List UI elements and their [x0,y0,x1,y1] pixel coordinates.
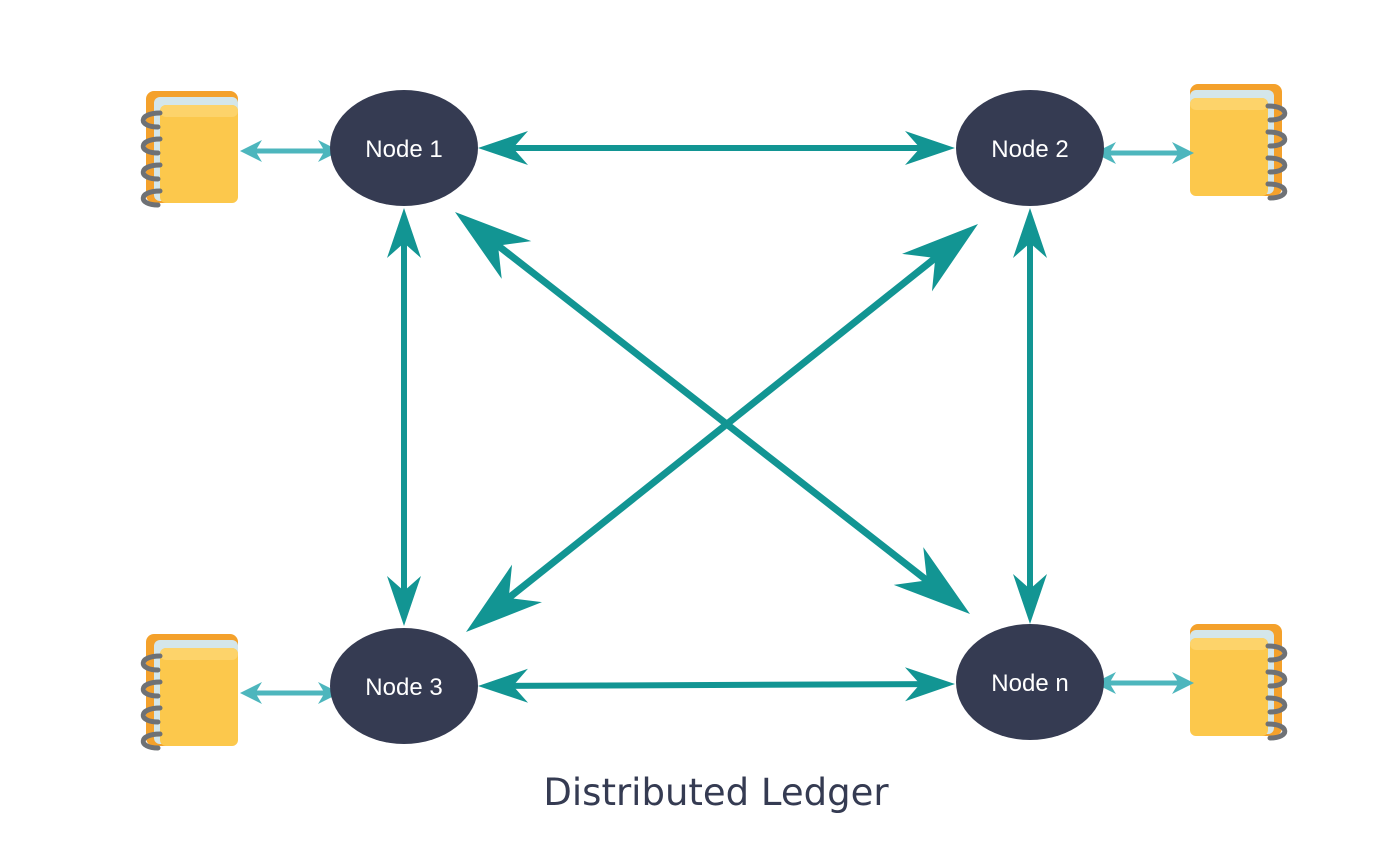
node-2-label: Node 2 [991,136,1068,163]
node-1: Node 1 [330,90,478,206]
arrow-ledger-node2 [1094,142,1194,164]
node-2: Node 2 [956,90,1104,206]
node-1-label: Node 1 [365,136,442,163]
ledger-node1-icon [143,91,238,205]
arrow-node2-noden [1013,208,1047,624]
arrow-node1-node3 [387,208,421,626]
arrow-ledger-node3 [240,682,340,704]
ledger-node3-icon [143,634,238,748]
arrow-node2-node3 [466,224,978,632]
arrow-node1-node2 [478,131,955,165]
node-3-label: Node 3 [365,674,442,701]
arrow-node1-noden [455,212,970,614]
node-n: Node n [956,624,1104,740]
node-n-label: Node n [991,670,1068,697]
arrow-ledger-noden [1094,672,1194,694]
ledger-arrows [240,140,1194,704]
arrow-ledger-node1 [240,140,340,162]
ledger-noden-icon [1190,624,1285,738]
node-3: Node 3 [330,628,478,744]
diagram-caption: Distributed Ledger [543,771,889,814]
ledger-node2-icon [1190,84,1285,198]
arrow-node3-noden [478,667,955,703]
connection-arrows [387,131,1047,703]
